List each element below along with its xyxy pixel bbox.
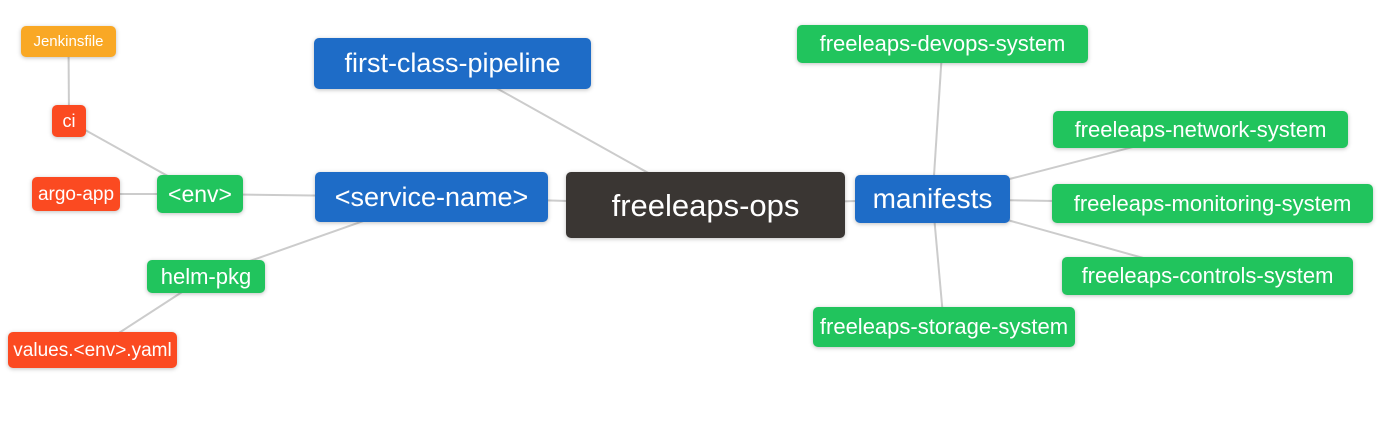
node-devops-system[interactable]: freeleaps-devops-system [797,25,1088,63]
node-storage-system[interactable]: freeleaps-storage-system [813,307,1075,347]
node-helm-pkg[interactable]: helm-pkg [147,260,265,293]
node-service-name[interactable]: <service-name> [315,172,548,222]
node-label: ci [62,111,76,131]
node-label: argo-app [37,183,115,205]
node-network-system[interactable]: freeleaps-network-system [1053,111,1348,148]
node-label: freeleaps-network-system [1074,116,1327,142]
node-label: manifests [872,183,993,214]
node-label: values.<env>.yaml [13,339,172,361]
node-freeleaps-ops[interactable]: freeleaps-ops [566,172,845,238]
node-label: helm-pkg [160,263,252,289]
node-label: Jenkinsfile [33,33,104,50]
node-label: freeleaps-devops-system [819,31,1066,56]
node-controls-system[interactable]: freeleaps-controls-system [1062,257,1353,295]
node-ci[interactable]: ci [52,105,86,137]
node-label: freeleaps-monitoring-system [1073,190,1352,216]
node-manifests[interactable]: manifests [855,175,1010,223]
node-values-env-yaml[interactable]: values.<env>.yaml [8,332,177,368]
node-label: freeleaps-storage-system [819,314,1069,339]
node-monitoring-system[interactable]: freeleaps-monitoring-system [1052,184,1373,223]
node-label: freeleaps-ops [611,187,800,223]
node-label: freeleaps-controls-system [1081,263,1334,288]
node-argo-app[interactable]: argo-app [32,177,120,211]
node-env[interactable]: <env> [157,175,243,213]
node-first-class-pipeline[interactable]: first-class-pipeline [314,38,591,89]
node-label: <env> [168,180,232,207]
node-jenkinsfile[interactable]: Jenkinsfile [21,26,116,57]
node-label: <service-name> [334,181,529,212]
node-label: first-class-pipeline [344,48,561,78]
